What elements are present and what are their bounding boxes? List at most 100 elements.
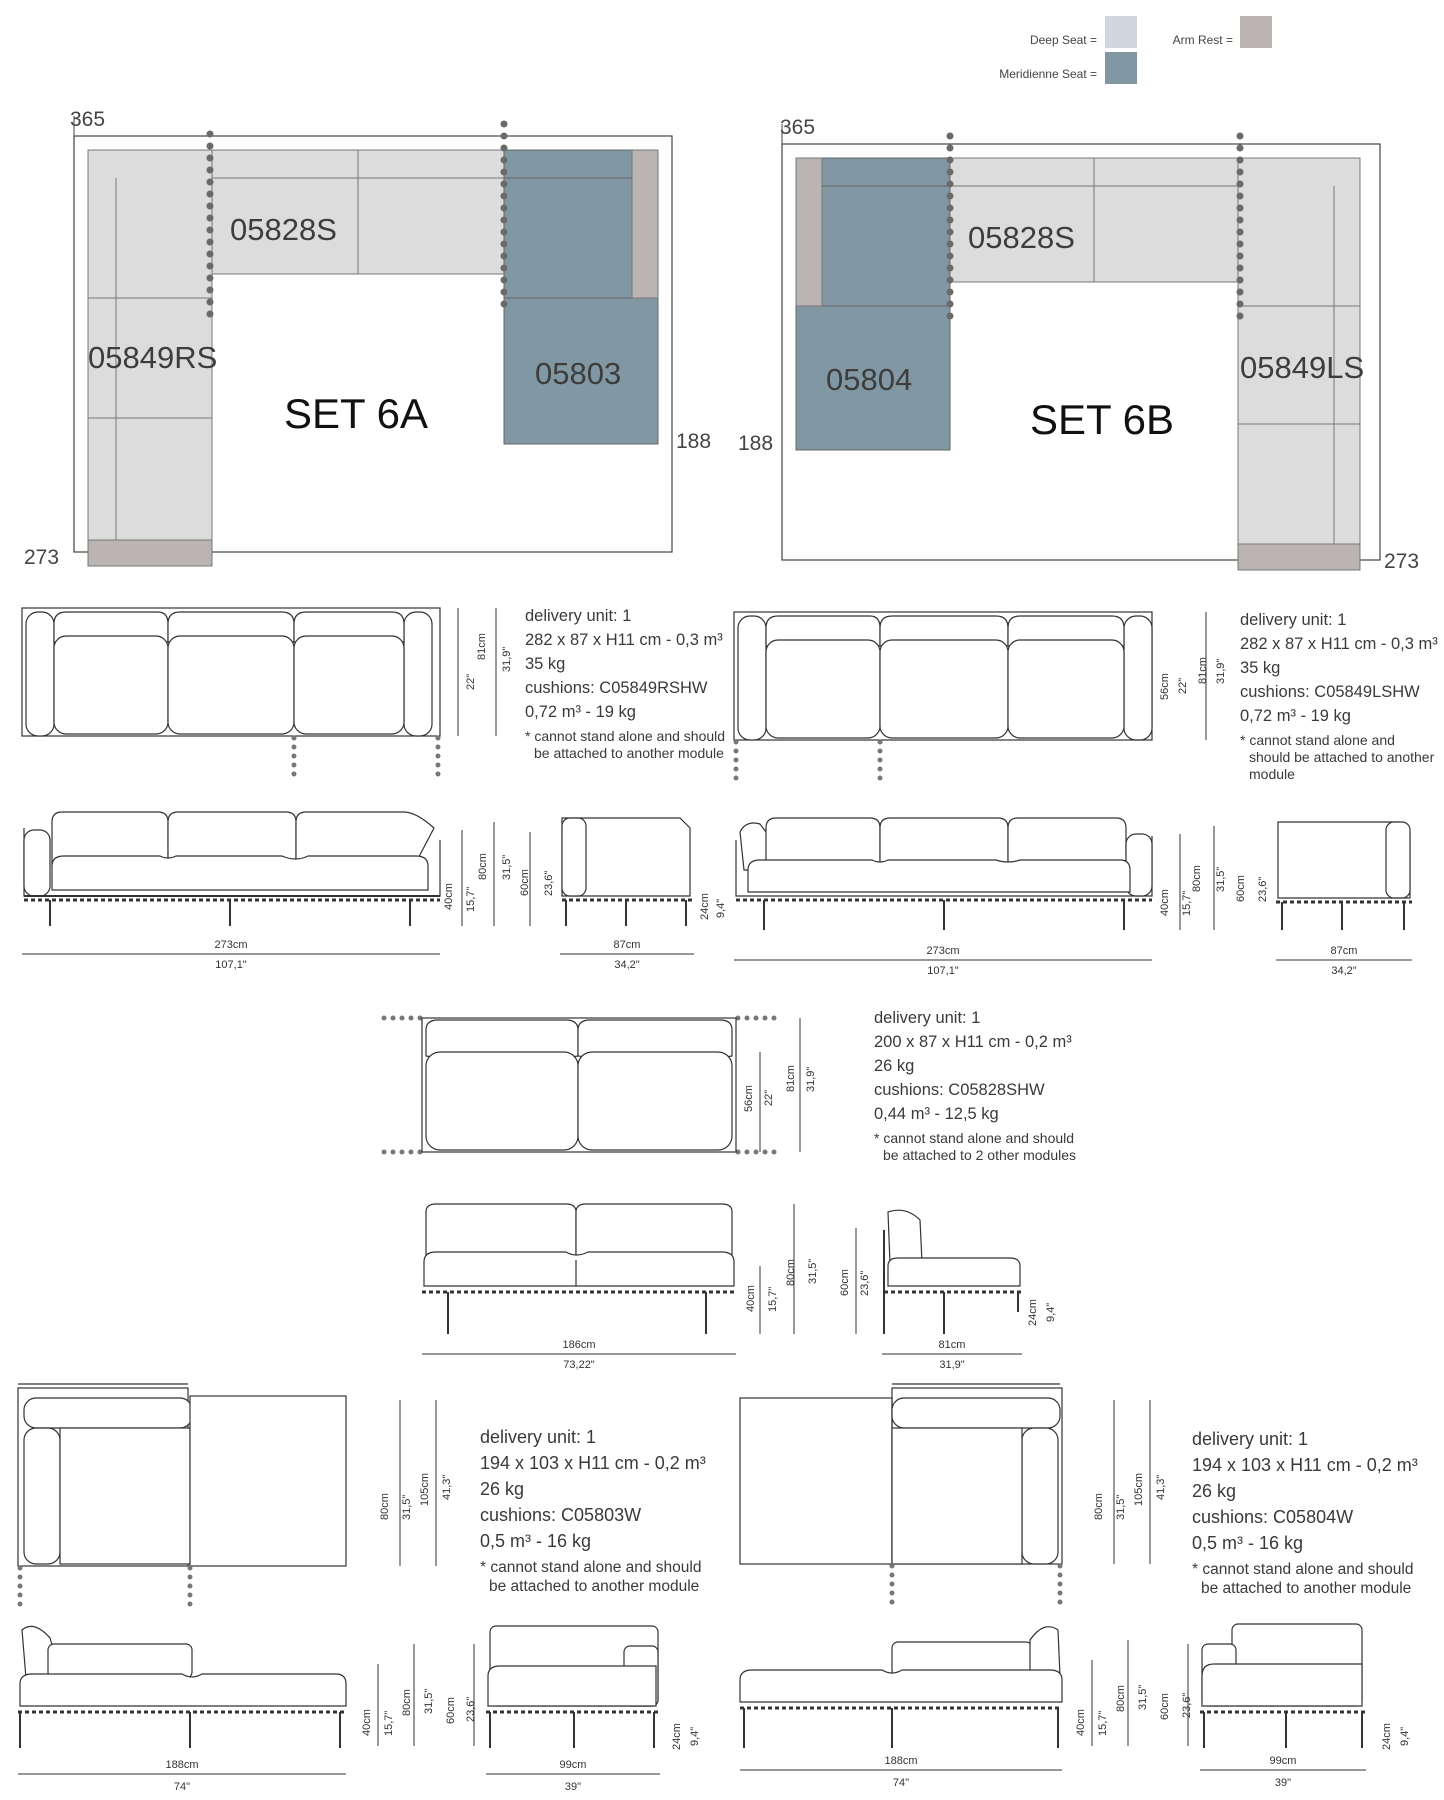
dim-label: 56cm xyxy=(1159,673,1171,700)
dim-label: 87cm xyxy=(614,939,641,951)
dim-label: 40cm xyxy=(1159,889,1171,916)
dim-label: 105cm xyxy=(1133,1473,1145,1506)
set-6a-module-back: 05828S xyxy=(230,212,337,247)
info-05803: delivery unit: 1 194 x 103 x H11 cm - 0,… xyxy=(480,1424,710,1596)
dim-label: 31,9" xyxy=(1215,659,1227,684)
info-cushions: cushions: C05828SHW xyxy=(874,1081,1045,1099)
info-delivery-unit: delivery unit: 1 xyxy=(1192,1429,1309,1449)
dim-label: 24cm xyxy=(1027,1299,1039,1326)
info-dimensions: 282 x 87 x H11 cm - 0,3 m³ xyxy=(1240,635,1438,653)
dim-label: 23,6" xyxy=(543,871,555,896)
dim-label: 41,3" xyxy=(1155,1475,1167,1500)
dim-label: 80cm xyxy=(1093,1493,1105,1520)
info-cushion-volume: 0,72 m³ - 19 kg xyxy=(525,703,636,721)
set-6b-right-depth-dim: 273 xyxy=(1384,550,1419,573)
dim-label: 73,22" xyxy=(563,1359,595,1371)
dim-label: 188cm xyxy=(165,1759,198,1771)
info-dimensions: 194 x 103 x H11 cm - 0,2 m³ xyxy=(480,1453,706,1473)
dim-label: 31,5" xyxy=(1137,1685,1149,1710)
dim-label: 40cm xyxy=(1075,1709,1087,1736)
dim-label: 23,6" xyxy=(859,1271,871,1296)
dim-label: 99cm xyxy=(1270,1755,1297,1767)
info-cushions: cushions: C05803W xyxy=(480,1505,642,1525)
set-6a-plan: 365 273 188 05828S 05849RS 05803 SET 6A xyxy=(24,108,711,569)
dim-label: 23,6" xyxy=(1257,877,1269,902)
set-6a-left-depth-dim: 273 xyxy=(24,546,59,569)
dim-label: 60cm xyxy=(839,1269,851,1296)
module-05849ls-drawings xyxy=(733,611,1412,961)
info-cushion-volume: 0,5 m³ - 16 kg xyxy=(480,1531,592,1551)
dim-label: 9,4" xyxy=(715,899,727,918)
dim-label: 188cm xyxy=(884,1755,917,1767)
dim-label: 9,4" xyxy=(689,1727,701,1746)
dim-label: 22" xyxy=(763,1090,775,1106)
dim-label: 15,7" xyxy=(465,887,477,912)
module-05803-dimension-labels: 80cm 31,5" 105cm 41,3" 40cm 15,7" 80cm 3… xyxy=(165,1473,701,1793)
dim-label: 40cm xyxy=(745,1285,757,1312)
dim-label: 273cm xyxy=(926,945,959,957)
dim-label: 15,7" xyxy=(383,1711,395,1736)
info-05828s: delivery unit: 1 200 x 87 x H11 cm - 0,2… xyxy=(874,1006,1084,1164)
module-05804-drawings xyxy=(739,1383,1366,1771)
set-6b-width-dim: 365 xyxy=(780,116,815,139)
dim-label: 22" xyxy=(1177,678,1189,694)
dim-label: 107,1" xyxy=(215,959,247,971)
info-note: * cannot stand alone and should be attac… xyxy=(1192,1561,1414,1597)
set-6b-left-depth-dim: 188 xyxy=(738,432,773,455)
dim-label: 15,7" xyxy=(1181,891,1193,916)
info-cushion-volume: 0,72 m³ - 19 kg xyxy=(1240,707,1351,725)
info-05849ls: delivery unit: 1 282 x 87 x H11 cm - 0,3… xyxy=(1240,608,1440,783)
dim-label: 31,5" xyxy=(423,1689,435,1714)
dim-label: 24cm xyxy=(699,893,711,920)
info-note: * cannot stand alone and should be attac… xyxy=(1240,732,1435,782)
info-cushions: cushions: C05804W xyxy=(1192,1507,1354,1527)
module-05849rs-dimension-labels: 81cm 31,9" 22" 273cm 107,1" 40cm 15,7" 8… xyxy=(214,633,727,971)
dim-label: 40cm xyxy=(361,1709,373,1736)
dim-label: 23,6" xyxy=(1181,1693,1193,1718)
dim-label: 99cm xyxy=(560,1759,587,1771)
info-weight: 26 kg xyxy=(1192,1481,1237,1501)
info-delivery-unit: delivery unit: 1 xyxy=(480,1427,597,1447)
info-weight: 26 kg xyxy=(874,1057,915,1075)
set-6a-module-left: 05849RS xyxy=(88,340,217,375)
dim-label: 74" xyxy=(174,1781,190,1793)
set-6b-module-right: 05849LS xyxy=(1240,350,1364,385)
legend-meridienne-seat-swatch xyxy=(1105,52,1137,84)
dim-label: 81cm xyxy=(939,1339,966,1351)
dim-label: 34,2" xyxy=(614,959,639,971)
legend-deep-seat-swatch xyxy=(1105,16,1137,48)
set-6a-title: SET 6A xyxy=(284,390,428,437)
dim-label: 60cm xyxy=(1235,875,1247,902)
info-weight: 26 kg xyxy=(480,1479,525,1499)
dim-label: 23,6" xyxy=(465,1697,477,1722)
legend: Deep Seat = Meridienne Seat = Arm Rest = xyxy=(999,16,1272,84)
dim-label: 31,9" xyxy=(501,647,513,672)
info-dimensions: 200 x 87 x H11 cm - 0,2 m³ xyxy=(874,1033,1072,1051)
dim-label: 107,1" xyxy=(927,965,959,977)
dim-label: 80cm xyxy=(379,1493,391,1520)
dim-label: 31,9" xyxy=(939,1359,964,1371)
info-05849rs: delivery unit: 1 282 x 87 x H11 cm - 0,3… xyxy=(525,604,735,762)
info-delivery-unit: delivery unit: 1 xyxy=(525,607,632,625)
module-05849rs-drawings xyxy=(21,607,694,955)
dim-label: 31,5" xyxy=(501,855,513,880)
set-6b-plan: 365 188 273 05828S 05804 05849LS SET 6B xyxy=(738,116,1419,573)
module-05803-drawings xyxy=(17,1383,660,1775)
info-note: * cannot stand alone and should be attac… xyxy=(525,728,726,761)
info-cushion-volume: 0,44 m³ - 12,5 kg xyxy=(874,1105,999,1123)
info-weight: 35 kg xyxy=(1240,659,1281,677)
info-delivery-unit: delivery unit: 1 xyxy=(1240,611,1347,629)
module-05849ls-dimension-labels: 56cm 22" 81cm 31,9" 273cm 107,1" 40cm 15… xyxy=(926,657,1357,977)
module-05828s-dimension-labels: 56cm 22" 81cm 31,9" 186cm 73,22" 40cm 15… xyxy=(562,1065,1057,1371)
info-cushions: cushions: C05849RSHW xyxy=(525,679,708,697)
dim-label: 15,7" xyxy=(1097,1711,1109,1736)
dim-label: 80cm xyxy=(477,853,489,880)
dim-label: 31,5" xyxy=(1215,867,1227,892)
legend-arm-rest-swatch xyxy=(1240,16,1272,48)
dim-label: 80cm xyxy=(785,1259,797,1286)
dim-label: 80cm xyxy=(1191,865,1203,892)
info-weight: 35 kg xyxy=(525,655,566,673)
dim-label: 34,2" xyxy=(1331,965,1356,977)
dim-label: 87cm xyxy=(1331,945,1358,957)
info-note: * cannot stand alone and should be attac… xyxy=(874,1130,1077,1163)
